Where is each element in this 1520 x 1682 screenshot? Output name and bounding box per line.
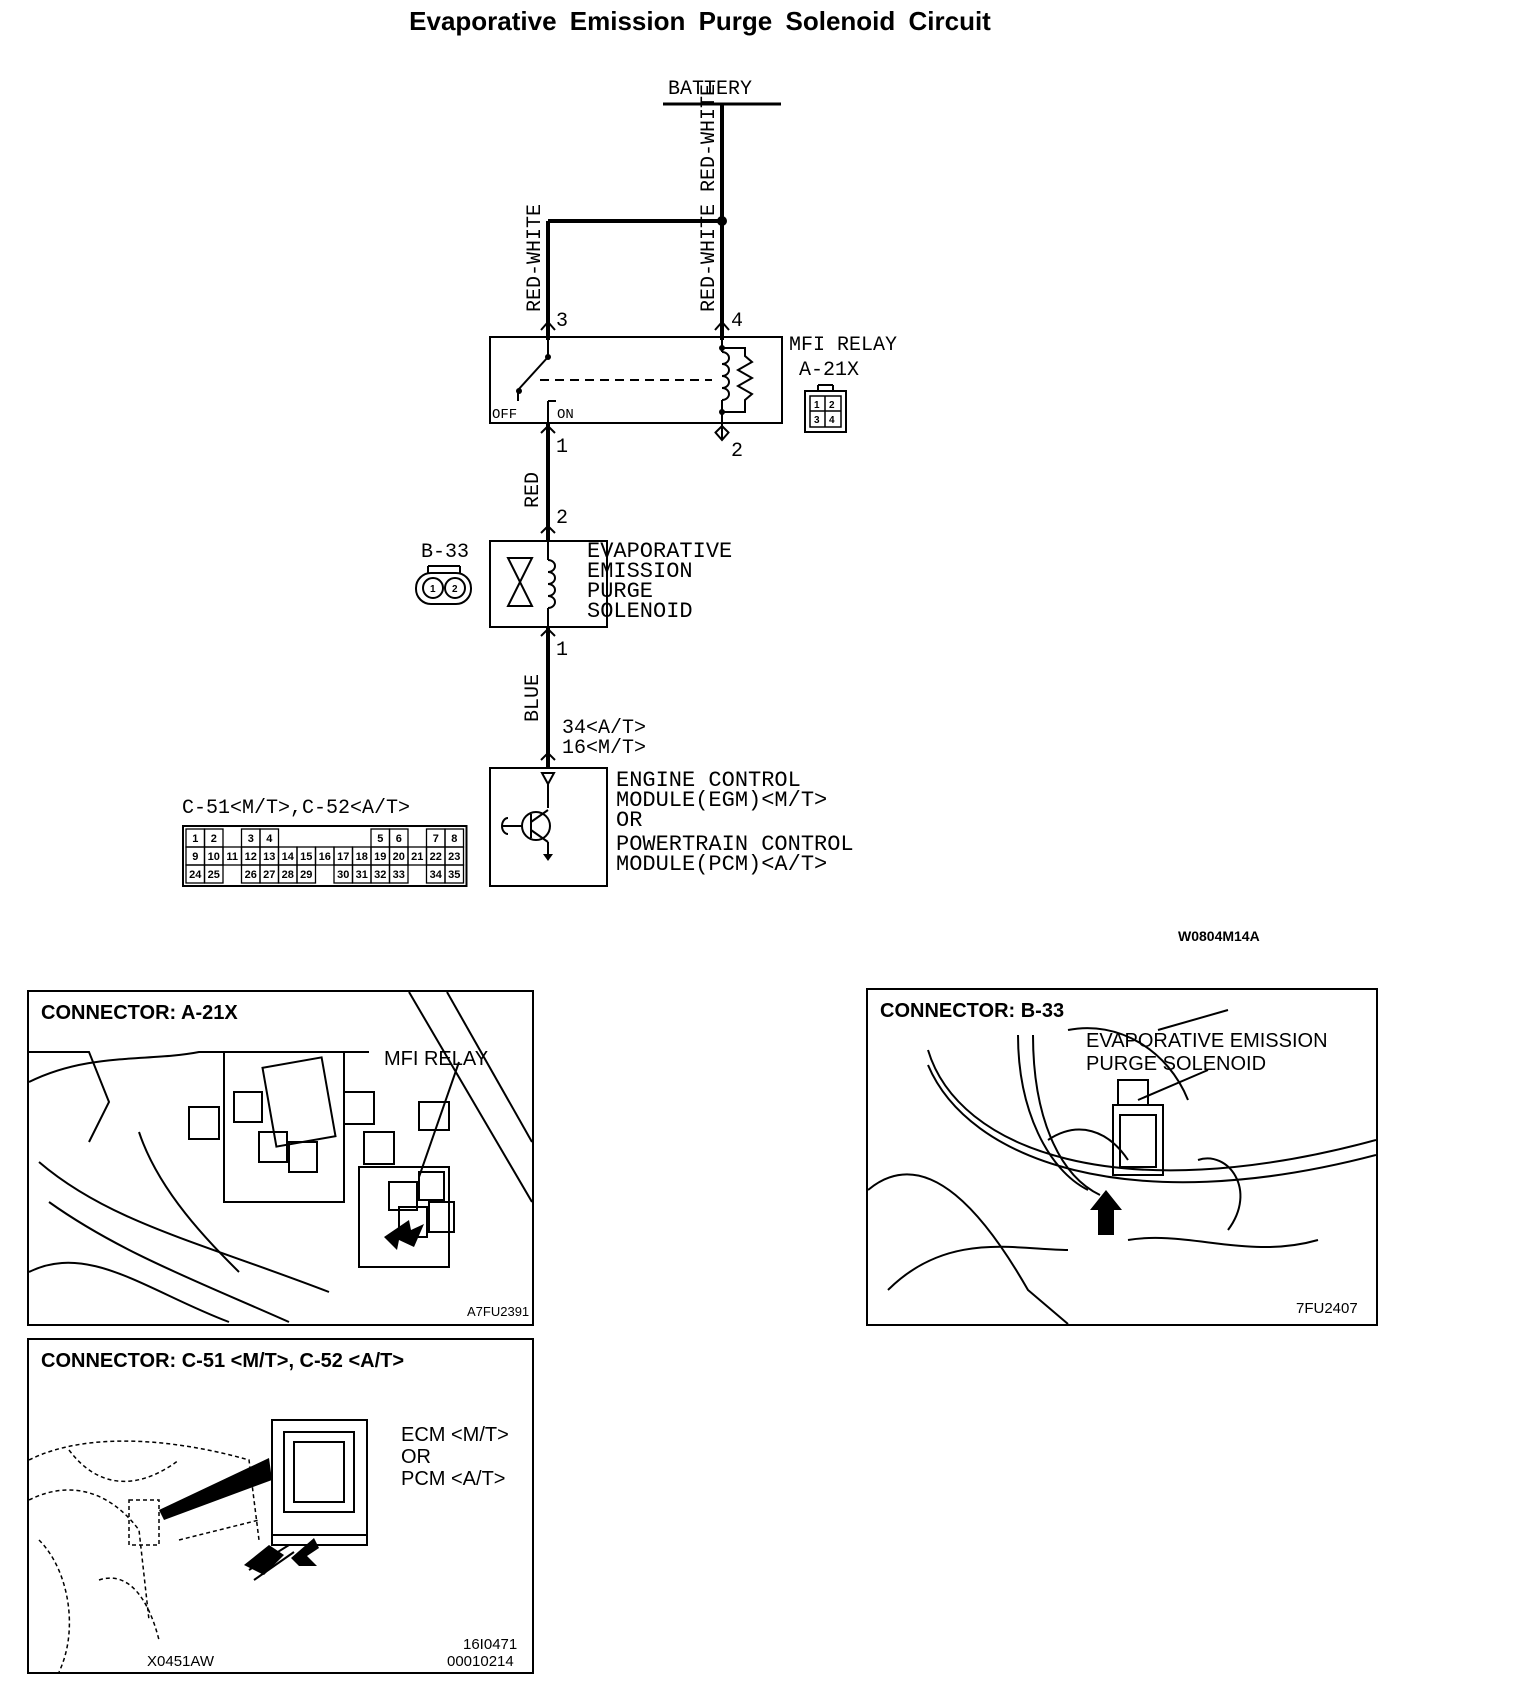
module-name-line-2: MODULE(EGM)<M/T> — [616, 788, 827, 813]
solenoid-name-line-3: PURGE — [587, 579, 653, 604]
connector-pin-number: 20 — [393, 851, 405, 863]
module-name-line-3: OR — [616, 808, 642, 833]
c51-figure-code-right-1: 16I0471 — [463, 1636, 518, 1653]
engine-bay-solenoid-illustration — [868, 1009, 1376, 1324]
b33-figure-code: 7FU2407 — [1296, 1300, 1358, 1317]
mfi-relay-callout: MFI RELAY — [384, 1048, 489, 1070]
solenoid-callout-line-1: EVAPORATIVE EMISSION — [1086, 1030, 1328, 1052]
connector-pin-number: 32 — [374, 869, 386, 881]
relay-connector-pin-2: 2 — [829, 400, 835, 411]
connector-pin-number: 26 — [245, 869, 257, 881]
connector-pin-number: 24 — [189, 869, 202, 881]
diagram-reference-code: W0804M14A — [1178, 928, 1260, 944]
ecm-callout-line-3: PCM <A/T> — [401, 1468, 506, 1490]
connector-a21x-panel: CONNECTOR: A-21X MFI RELAY A7FU2391 — [27, 990, 534, 1326]
relay-off-label: OFF — [492, 407, 517, 423]
connector-pin-number: 7 — [433, 833, 439, 845]
connector-pin-number: 6 — [396, 833, 402, 845]
wire-label-red: RED — [522, 472, 545, 508]
module-name-line-5: MODULE(PCM)<A/T> — [616, 852, 827, 877]
connector-pin-cell — [388, 864, 409, 884]
relay-connector-label: A-21X — [799, 359, 859, 382]
engine-bay-relay-illustration — [29, 992, 532, 1323]
connector-pin-number: 2 — [211, 833, 217, 845]
solenoid-connector-label: B-33 — [421, 541, 469, 564]
connector-pin-number: 14 — [282, 851, 295, 863]
connector-pin-number: 17 — [337, 851, 349, 863]
connector-pin-number: 21 — [411, 851, 423, 863]
solenoid-pin-2: 2 — [556, 507, 568, 530]
module-name-line-1: ENGINE CONTROL — [616, 768, 801, 793]
relay-pin-3: 3 — [556, 310, 568, 333]
relay-pin-1: 1 — [556, 436, 568, 459]
module-connector-label: C-51<M/T>,C-52<A/T> — [182, 797, 410, 820]
solenoid-name-line-1: EVAPORATIVE — [587, 539, 732, 564]
ecm-callout-line-1: ECM <M/T> — [401, 1424, 509, 1446]
connector-pin-number: 3 — [248, 833, 254, 845]
connector-pin-number: 4 — [266, 833, 273, 845]
connector-pin-number: 29 — [300, 869, 312, 881]
connector-pin-number: 27 — [263, 869, 275, 881]
connector-pin-cell — [296, 864, 317, 884]
solenoid-callout-line-2: PURGE SOLENOID — [1086, 1053, 1267, 1075]
connector-pin-number: 5 — [377, 833, 383, 845]
connector-pin-number: 19 — [374, 851, 386, 863]
module-name-line-4: POWERTRAIN CONTROL — [616, 832, 854, 857]
connector-pin-cell — [203, 864, 224, 884]
relay-connector-pin-3: 3 — [814, 415, 820, 426]
connector-c51-panel: CONNECTOR: C-51 <M/T>, C-52 <A/T> ECM <M… — [27, 1338, 534, 1674]
connector-pin-number: 18 — [356, 851, 368, 863]
connector-pin-number: 25 — [208, 869, 220, 881]
connector-a21x-title: CONNECTOR: A-21X — [41, 1002, 238, 1024]
connector-pin-number: 15 — [300, 851, 312, 863]
connector-pin-number: 35 — [448, 869, 460, 881]
connector-c51-title: CONNECTOR: C-51 <M/T>, C-52 <A/T> — [41, 1350, 405, 1372]
solenoid-name-line-4: SOLENOID — [587, 599, 693, 624]
connector-pin-number: 11 — [226, 851, 238, 863]
c51-figure-code-left: X0451AW — [147, 1653, 214, 1670]
solenoid-connector-pin-1: 1 — [430, 584, 436, 595]
relay-connector-pin-4: 4 — [829, 415, 835, 426]
connector-pin-number: 16 — [319, 851, 331, 863]
connector-pin-number: 9 — [192, 851, 198, 863]
connector-pin-number: 1 — [192, 833, 198, 845]
relay-name: MFI RELAY — [789, 334, 897, 357]
connector-pin-number: 30 — [337, 869, 349, 881]
solenoid-name-line-2: EMISSION — [587, 559, 693, 584]
connector-pin-number: 33 — [393, 869, 405, 881]
connector-pin-number: 12 — [245, 851, 257, 863]
connector-b33-title: CONNECTOR: B-33 — [880, 1000, 1065, 1022]
ecm-callout-line-2: OR — [401, 1446, 431, 1468]
solenoid-connector-pin-2: 2 — [452, 584, 458, 595]
a21x-figure-code: A7FU2391 — [467, 1304, 530, 1319]
wire-label-pin4: RED-WHITE — [698, 204, 721, 312]
solenoid-pin-1: 1 — [556, 639, 568, 662]
battery-label: BATTERY — [668, 78, 752, 101]
relay-pin-2: 2 — [731, 440, 743, 463]
connector-pin-cell — [444, 864, 465, 884]
wire-label-blue: BLUE — [522, 674, 545, 722]
connector-pin-number: 34 — [430, 869, 443, 881]
connector-pin-number: 31 — [356, 869, 368, 881]
module-pin-mt: 16<M/T> — [562, 737, 646, 760]
relay-connector-pin-1: 1 — [814, 400, 820, 411]
module-pin-at: 34<A/T> — [562, 717, 646, 740]
relay-on-label: ON — [557, 407, 574, 423]
connector-pin-number: 8 — [451, 833, 457, 845]
relay-pin-4: 4 — [731, 310, 743, 333]
wire-label-pin3: RED-WHITE — [524, 204, 547, 312]
connector-pin-number: 10 — [208, 851, 220, 863]
dashboard-ecm-illustration — [29, 1419, 368, 1672]
c51-figure-code-right-2: 00010214 — [447, 1653, 514, 1670]
connector-pin-number: 22 — [430, 851, 442, 863]
wire-label-battery-feed: RED-WHITE — [698, 84, 721, 192]
connector-pin-number: 13 — [263, 851, 275, 863]
page-title: Evaporative Emission Purge Solenoid Circ… — [409, 6, 991, 36]
connector-b33-panel: CONNECTOR: B-33 EVAPORATIVE EMISSION PUR… — [866, 988, 1378, 1326]
connector-pin-number: 28 — [282, 869, 294, 881]
connector-pin-number: 23 — [448, 851, 460, 863]
